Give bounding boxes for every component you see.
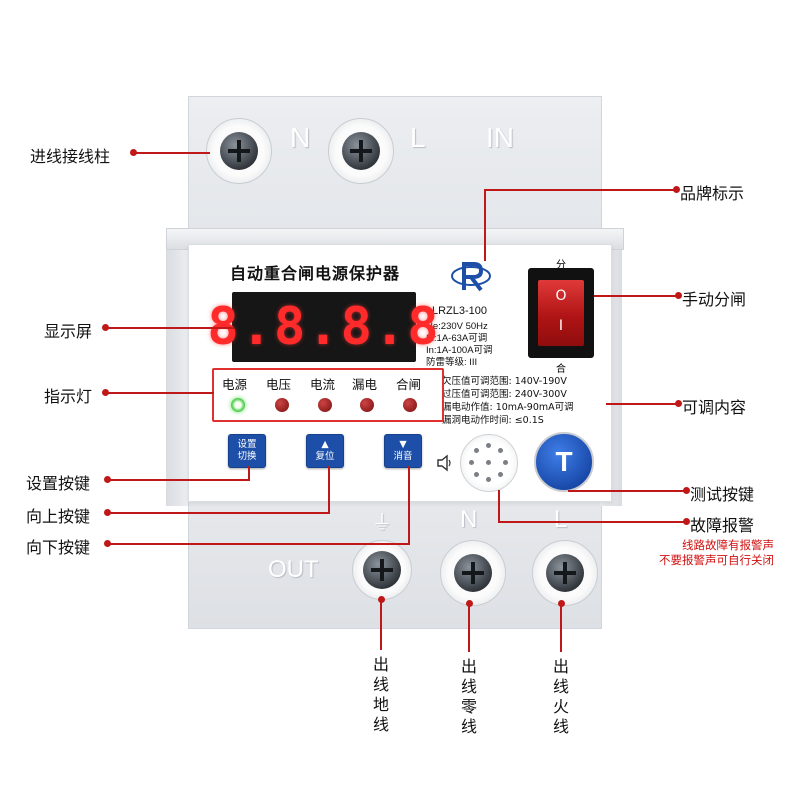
switch-on-label: 合 [556, 364, 566, 375]
adjust-line-4: 漏洞电动作时间: ≤0.1S [442, 415, 544, 426]
callout-out-neutral: 出线零线 [460, 657, 477, 736]
indicator-box [212, 368, 444, 422]
output-out-label: OUT [268, 556, 319, 583]
callout-indicator: 指示灯 [44, 387, 93, 406]
indicator-label-voltage: 电压 [266, 377, 292, 392]
callout-brand: 品牌标示 [680, 184, 745, 203]
model-number: LRZL3-100 [432, 305, 488, 317]
set-key-line1: 设置 [237, 439, 257, 450]
callout-input-terminal: 进线接线柱 [30, 147, 111, 166]
callout-adjustable: 可调内容 [682, 398, 747, 417]
callout-up-key: 向上按键 [26, 507, 91, 526]
adjust-line-1: 欠压值可调范围: 140V-190V [442, 376, 567, 387]
down-key-label: 消音 [393, 451, 413, 462]
output-terminal-n [440, 540, 506, 606]
input-in-label: IN [486, 122, 514, 153]
adjust-line-3: 漏电动作值: 10mA-90mA可调 [442, 402, 574, 413]
current-led [318, 398, 332, 412]
power-led [231, 398, 245, 412]
spec-line-3: In:1A-100A可调 [426, 345, 493, 356]
down-key-button[interactable]: ▼ 消音 [384, 434, 422, 468]
switch-off-mark: O [555, 288, 567, 304]
alarm-buzzer [460, 434, 518, 492]
callout-down-key: 向下按键 [26, 538, 91, 557]
test-button[interactable]: T [534, 432, 594, 492]
callout-test-key: 测试按键 [690, 485, 755, 504]
callout-out-ground: 出线地线 [372, 655, 389, 734]
manual-rocker-switch[interactable]: O I [538, 280, 584, 346]
speaker-icon [437, 454, 451, 472]
device-title: 自动重合闸电源保护器 [230, 264, 401, 283]
voltage-led [275, 398, 289, 412]
output-n-label: N [460, 506, 478, 533]
down-arrow-icon: ▼ [399, 439, 407, 450]
spec-line-4: 防雷等级: III [426, 357, 478, 368]
callout-out-live: 出线火线 [552, 657, 569, 736]
led-display: 8.8.8.8 [207, 292, 439, 362]
display-value: 8.8.8.8 [207, 297, 441, 357]
test-button-label: T [555, 446, 573, 477]
set-key-button[interactable]: 设置 切换 [228, 434, 266, 468]
callout-fault-alarm: 故障报警 [690, 516, 755, 535]
up-key-label: 复位 [315, 451, 335, 462]
input-terminal-l [328, 118, 394, 184]
spec-line-1: Ue:230V 50Hz [426, 321, 488, 332]
alarm-note-1: 线路故障有报警声 [682, 538, 774, 552]
leakage-led [360, 398, 374, 412]
output-ground-symbol: ⏚ [372, 512, 392, 534]
alarm-note-2: 不要报警声可自行关闭 [659, 553, 774, 567]
switch-off-label: 分 [556, 260, 566, 271]
adjust-line-2: 过压值可调范围: 240V-300V [442, 389, 567, 400]
callout-manual-off: 手动分闸 [682, 290, 747, 309]
output-terminal-l [532, 540, 598, 606]
closing-led [403, 398, 417, 412]
input-terminal-n [206, 118, 272, 184]
input-l-label: L [410, 122, 426, 153]
indicator-label-leakage: 漏电 [352, 377, 378, 392]
up-arrow-icon: ▲ [321, 439, 329, 450]
indicator-label-power: 电源 [222, 377, 248, 392]
input-n-label: N [290, 122, 311, 153]
output-terminal-ground [352, 540, 412, 600]
indicator-label-closing: 合闸 [396, 377, 422, 392]
indicator-label-current: 电流 [310, 377, 336, 392]
callout-display: 显示屏 [44, 322, 93, 341]
device-side-left [166, 236, 188, 506]
callout-set-key: 设置按键 [26, 474, 91, 493]
switch-on-mark: I [558, 318, 564, 334]
brand-logo-icon [451, 262, 491, 292]
spec-line-2: In:1A-63A可调 [426, 333, 488, 344]
set-key-line2: 切换 [237, 451, 257, 462]
output-l-label: L [554, 506, 568, 533]
up-key-button[interactable]: ▲ 复位 [306, 434, 344, 468]
